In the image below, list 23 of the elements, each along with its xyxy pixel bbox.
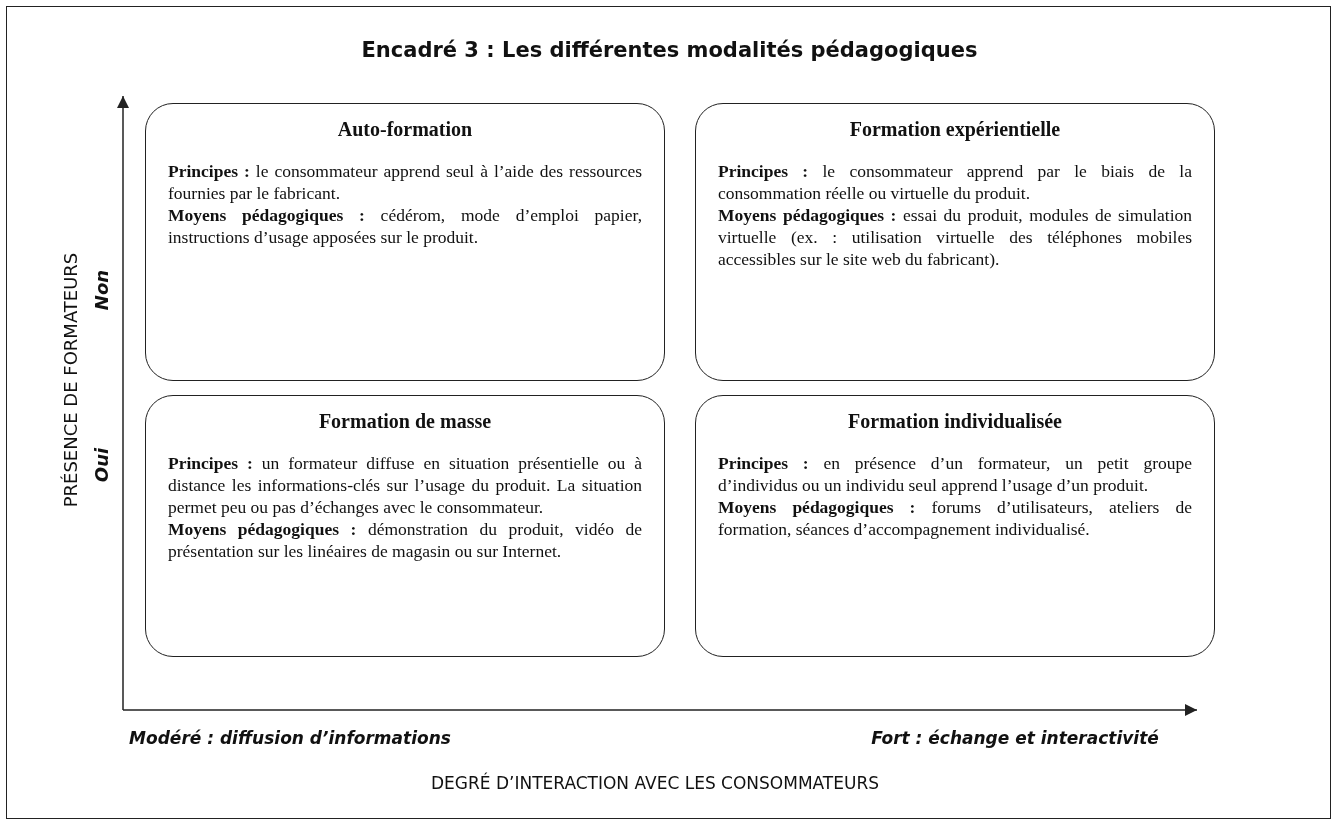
paragraph: Moyens pédagogiques : cédérom, mode d’emploi papier, instructions d’usage apposées sur le produit. [168,204,642,248]
paragraph: Principes : le consommateur apprend par le biais de la consommation réelle ou virtuelle du produit. [718,160,1192,204]
axis-value: Non [90,269,112,311]
quadrant-box [145,103,665,381]
paragraph: Moyens pédagogiques : forums d’utilisateurs, ateliers de formation, séances d’accompagnement individualisé. [718,496,1192,540]
axis-value: Modéré : diffusion d’informations [129,728,451,748]
paragraph: Principes : un formateur diffuse en situation présentielle ou à distance les informations-clés sur l’usage du produit. La situation permet peu ou pas d’échanges avec le consommateur. [168,452,642,518]
box-heading: Auto-formation [336,118,474,140]
paragraph: Principes : en présence d’un formateur, un petit groupe d’individus ou un individu seul apprend l’usage d’un produit. [718,452,1192,496]
box-heading: Formation expérientielle [848,118,1062,140]
quadrant-box [695,103,1215,381]
box-heading: Formation de masse [317,410,493,432]
quadrant-box [145,395,665,657]
paragraph: Principes : le consommateur apprend seul à l’aide des ressources fournies par le fabricant. [168,160,642,204]
paragraph: Moyens pédagogiques : démonstration du produit, vidéo de présentation sur les linéaires de magasin ou sur Internet. [168,518,642,562]
axis-title: DEGRÉ D’INTERACTION AVEC LES CONSOMMATEURS [430,773,880,793]
axis-value: Fort : échange et interactivité [871,728,1159,748]
axis-value: Oui [90,447,112,483]
axis-title: PRÉSENCE DE FORMATEURS [59,252,81,508]
paragraph: Moyens pédagogiques : essai du produit, modules de simulation virtuelle (ex. : utilisation virtuelle des téléphones mobiles accessibles sur le site web du fabricant). [718,204,1192,270]
box-heading: Formation individualisée [847,410,1063,432]
quadrant-box [695,395,1215,657]
title: Encadré 3 : Les différentes modalités pédagogiques [360,38,979,62]
